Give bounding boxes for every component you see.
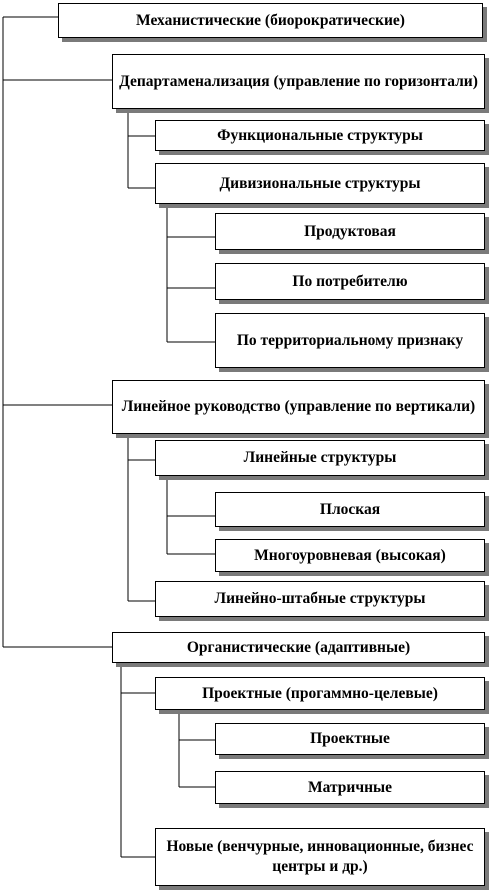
- node-multilevel-label: Многоуровневая (высокая): [254, 546, 446, 564]
- node-product: Продуктовая: [215, 213, 485, 250]
- node-mechanistic: Механистические (биорократические): [58, 3, 483, 38]
- node-by-territory-label: По территориальному признаку: [236, 331, 464, 349]
- node-new-types-label: Новые (венчурные, инновационные, бизнес …: [166, 838, 474, 875]
- node-flat-label: Плоская: [319, 500, 381, 518]
- node-functional-structures-label: Функциональные структуры: [217, 126, 423, 144]
- node-mechanistic-label: Механистические (биорократические): [136, 11, 405, 29]
- node-new-types: Новые (венчурные, инновационные, бизнес …: [155, 828, 485, 886]
- node-flat: Плоская: [215, 492, 485, 527]
- node-project-label: Проектные: [310, 730, 390, 747]
- node-functional-structures: Функциональные структуры: [155, 120, 485, 151]
- node-organic-label: Органистические (адаптивные): [186, 638, 411, 656]
- node-divisional-structures-label: Дивизиональные структуры: [219, 174, 421, 192]
- node-line-staff-structures: Линейно-штабные структуры: [155, 581, 485, 617]
- node-line-staff-structures-label: Линейно-штабные структуры: [214, 590, 426, 607]
- node-matrix: Матричные: [215, 771, 485, 804]
- node-linear-structures-label: Линейные структуры: [243, 449, 397, 466]
- node-matrix-label: Матричные: [308, 778, 392, 796]
- node-by-consumer: По потребителю: [215, 263, 485, 300]
- node-project: Проектные: [215, 723, 485, 755]
- node-divisional-structures: Дивизиональные структуры: [155, 163, 485, 204]
- node-project-program-label: Проектные (прогаммно-целевые): [202, 684, 438, 702]
- node-line-management-label: Линейное руководство (управление по верт…: [121, 398, 476, 415]
- node-product-label: Продуктовая: [304, 222, 396, 240]
- node-line-management: Линейное руководство (управление по верт…: [112, 380, 485, 434]
- node-project-program: Проектные (прогаммно-целевые): [155, 677, 485, 710]
- node-departmentalization-label: Департаменализация (управление по горизо…: [119, 72, 478, 90]
- node-linear-structures: Линейные структуры: [155, 440, 485, 476]
- node-by-territory: По территориальному признаку: [215, 313, 485, 368]
- node-by-consumer-label: По потребителю: [292, 272, 408, 290]
- node-multilevel: Многоуровневая (высокая): [215, 539, 485, 572]
- node-departmentalization: Департаменализация (управление по горизо…: [112, 54, 485, 109]
- node-organic: Органистические (адаптивные): [112, 632, 485, 663]
